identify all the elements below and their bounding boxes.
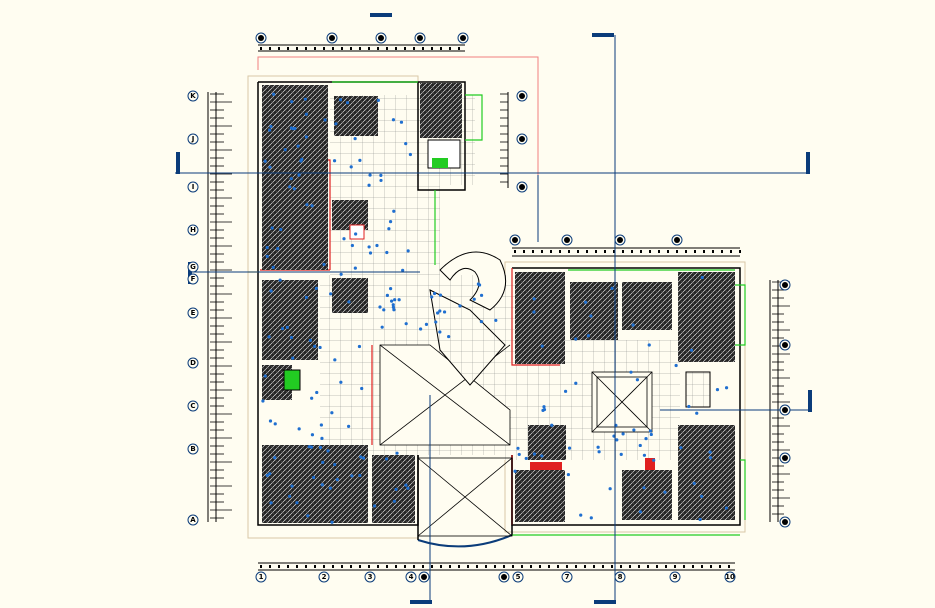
grid-label: 9	[673, 573, 678, 581]
colored-boundaries	[248, 81, 746, 536]
grid-label: J	[191, 135, 195, 143]
grid-bubble	[498, 571, 510, 583]
grid-bubble	[614, 234, 626, 246]
grid-bubble	[779, 339, 791, 351]
grid-bubble: H	[187, 224, 199, 236]
grid-bubble	[516, 90, 528, 102]
grid-bubble	[457, 32, 469, 44]
grid-bubble: 1	[255, 571, 267, 583]
grid-label: A	[190, 516, 196, 524]
grid-bubble: E	[187, 307, 199, 319]
grid-bubble	[375, 32, 387, 44]
section-markers	[176, 13, 812, 604]
grid-bubble: 2	[318, 571, 330, 583]
grid-bubble	[255, 32, 267, 44]
grid-bubble	[418, 571, 430, 583]
grid-label: I	[192, 183, 195, 191]
open-voids	[379, 344, 653, 537]
furniture-symbols	[261, 92, 729, 524]
grid-bubble	[326, 32, 338, 44]
grid-label: 8	[618, 573, 623, 581]
grid-bubble: A	[187, 514, 199, 526]
grid-bubble: 7	[561, 571, 573, 583]
grid-bubble: I	[187, 181, 199, 193]
grid-bubble: 4	[405, 571, 417, 583]
grid-bubble	[561, 234, 573, 246]
grid-bubble	[671, 234, 683, 246]
grid-bubble: 8	[614, 571, 626, 583]
grid-bubble	[779, 279, 791, 291]
grid-label: C	[190, 402, 195, 410]
grid-label: F	[191, 275, 196, 283]
grid-bubble: K	[187, 90, 199, 102]
curved-stair	[283, 139, 711, 470]
grid-label: 1	[259, 573, 264, 581]
grid-bubble: G	[187, 261, 199, 273]
section-lines	[175, 35, 812, 603]
dimension-ticks	[210, 47, 790, 568]
grid-bubble: F	[187, 273, 199, 285]
grid-bubble	[516, 133, 528, 145]
grid-label: K	[190, 92, 196, 100]
grid-label: 5	[516, 573, 521, 581]
grid-label: B	[190, 445, 195, 453]
grid-bubble: C	[187, 400, 199, 412]
grid-bubble: 5	[512, 571, 524, 583]
grid-bubble: 3	[364, 571, 376, 583]
grid-label: 3	[368, 573, 373, 581]
grid-label: E	[191, 309, 196, 317]
grid-bubble	[509, 234, 521, 246]
grid-bubble: D	[187, 357, 199, 369]
grid-bubble: J	[187, 133, 199, 145]
grid-bubble	[779, 404, 791, 416]
grid-label: 7	[565, 573, 570, 581]
grid-label: 10	[725, 573, 735, 581]
grid-label: D	[190, 359, 196, 367]
grid-bubble	[516, 181, 528, 193]
grid-bubble	[779, 452, 791, 464]
grid-label: H	[190, 226, 196, 234]
dimension-lines	[207, 44, 779, 571]
grid-bubble	[779, 516, 791, 528]
grid-label: G	[190, 263, 196, 271]
grid-bubble	[414, 32, 426, 44]
grid-bubble: 10	[724, 571, 736, 583]
grid-bubbles: K J I H GF E D C B A 1 2 3 4 5 7 8 9 10	[187, 32, 791, 583]
grid-label: 2	[322, 573, 327, 581]
grid-bubble: B	[187, 443, 199, 455]
grid-label: 4	[409, 573, 414, 581]
grid-bubble: 9	[669, 571, 681, 583]
